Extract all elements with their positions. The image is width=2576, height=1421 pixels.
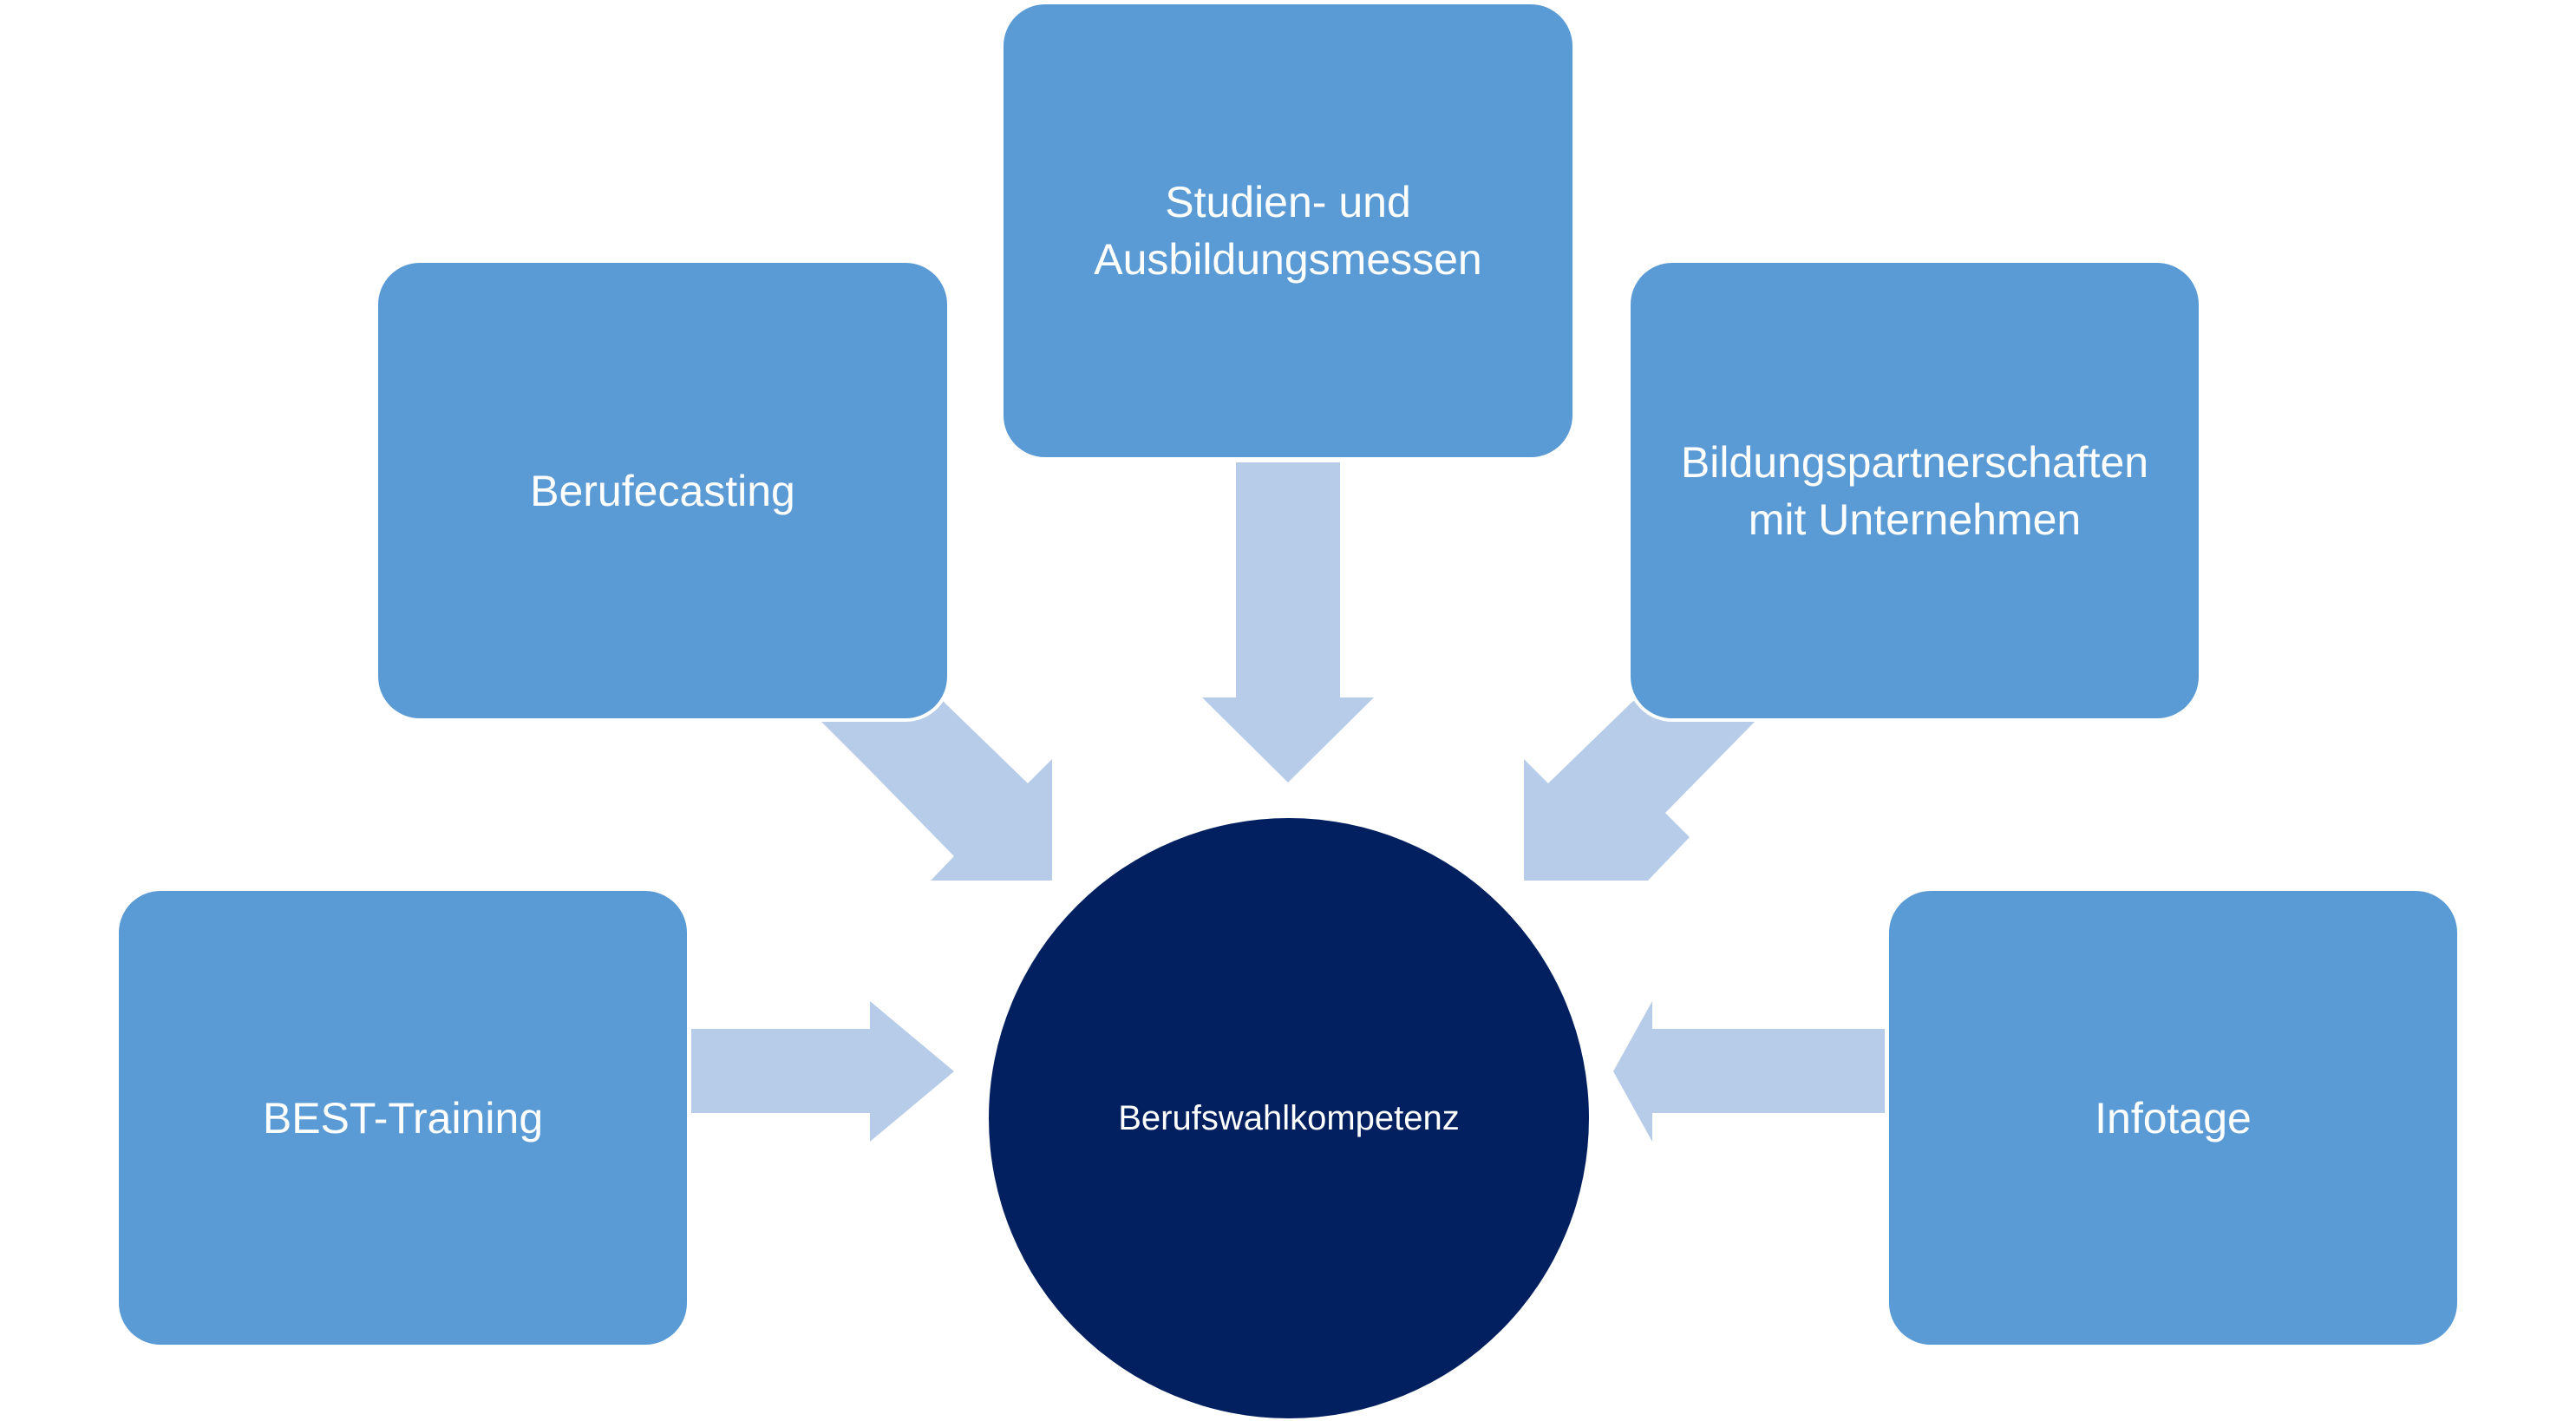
arrow-down: [1202, 462, 1374, 783]
node-label: BEST-Training: [262, 1093, 544, 1143]
center-label: Berufswahlkompetenz: [1118, 1098, 1460, 1137]
center-node-berufswahlkompetenz: Berufswahlkompetenz: [989, 818, 1589, 1418]
node-label: Bildungspartnerschaften mit Unternehmen: [1680, 437, 2149, 544]
arrow-right: [691, 1001, 954, 1142]
node-label: Berufecasting: [530, 466, 795, 515]
arrow-down-right: [821, 701, 1052, 881]
node-label: Studien- und Ausbildungsmessen: [1094, 178, 1482, 284]
arrow-left: [1613, 1001, 1885, 1142]
arrow-down-left: [1524, 701, 1755, 881]
node-label: Infotage: [2095, 1093, 2252, 1143]
node-bildungspartnerschaften: Bildungspartnerschaften mit Unternehmen: [1631, 263, 2199, 718]
node-berufecasting: Berufecasting: [378, 263, 947, 718]
node-studien-ausbildungsmessen: Studien- und Ausbildungsmessen: [1004, 4, 1572, 457]
node-best-training: BEST-Training: [119, 891, 687, 1345]
node-infotage: Infotage: [1889, 891, 2457, 1345]
